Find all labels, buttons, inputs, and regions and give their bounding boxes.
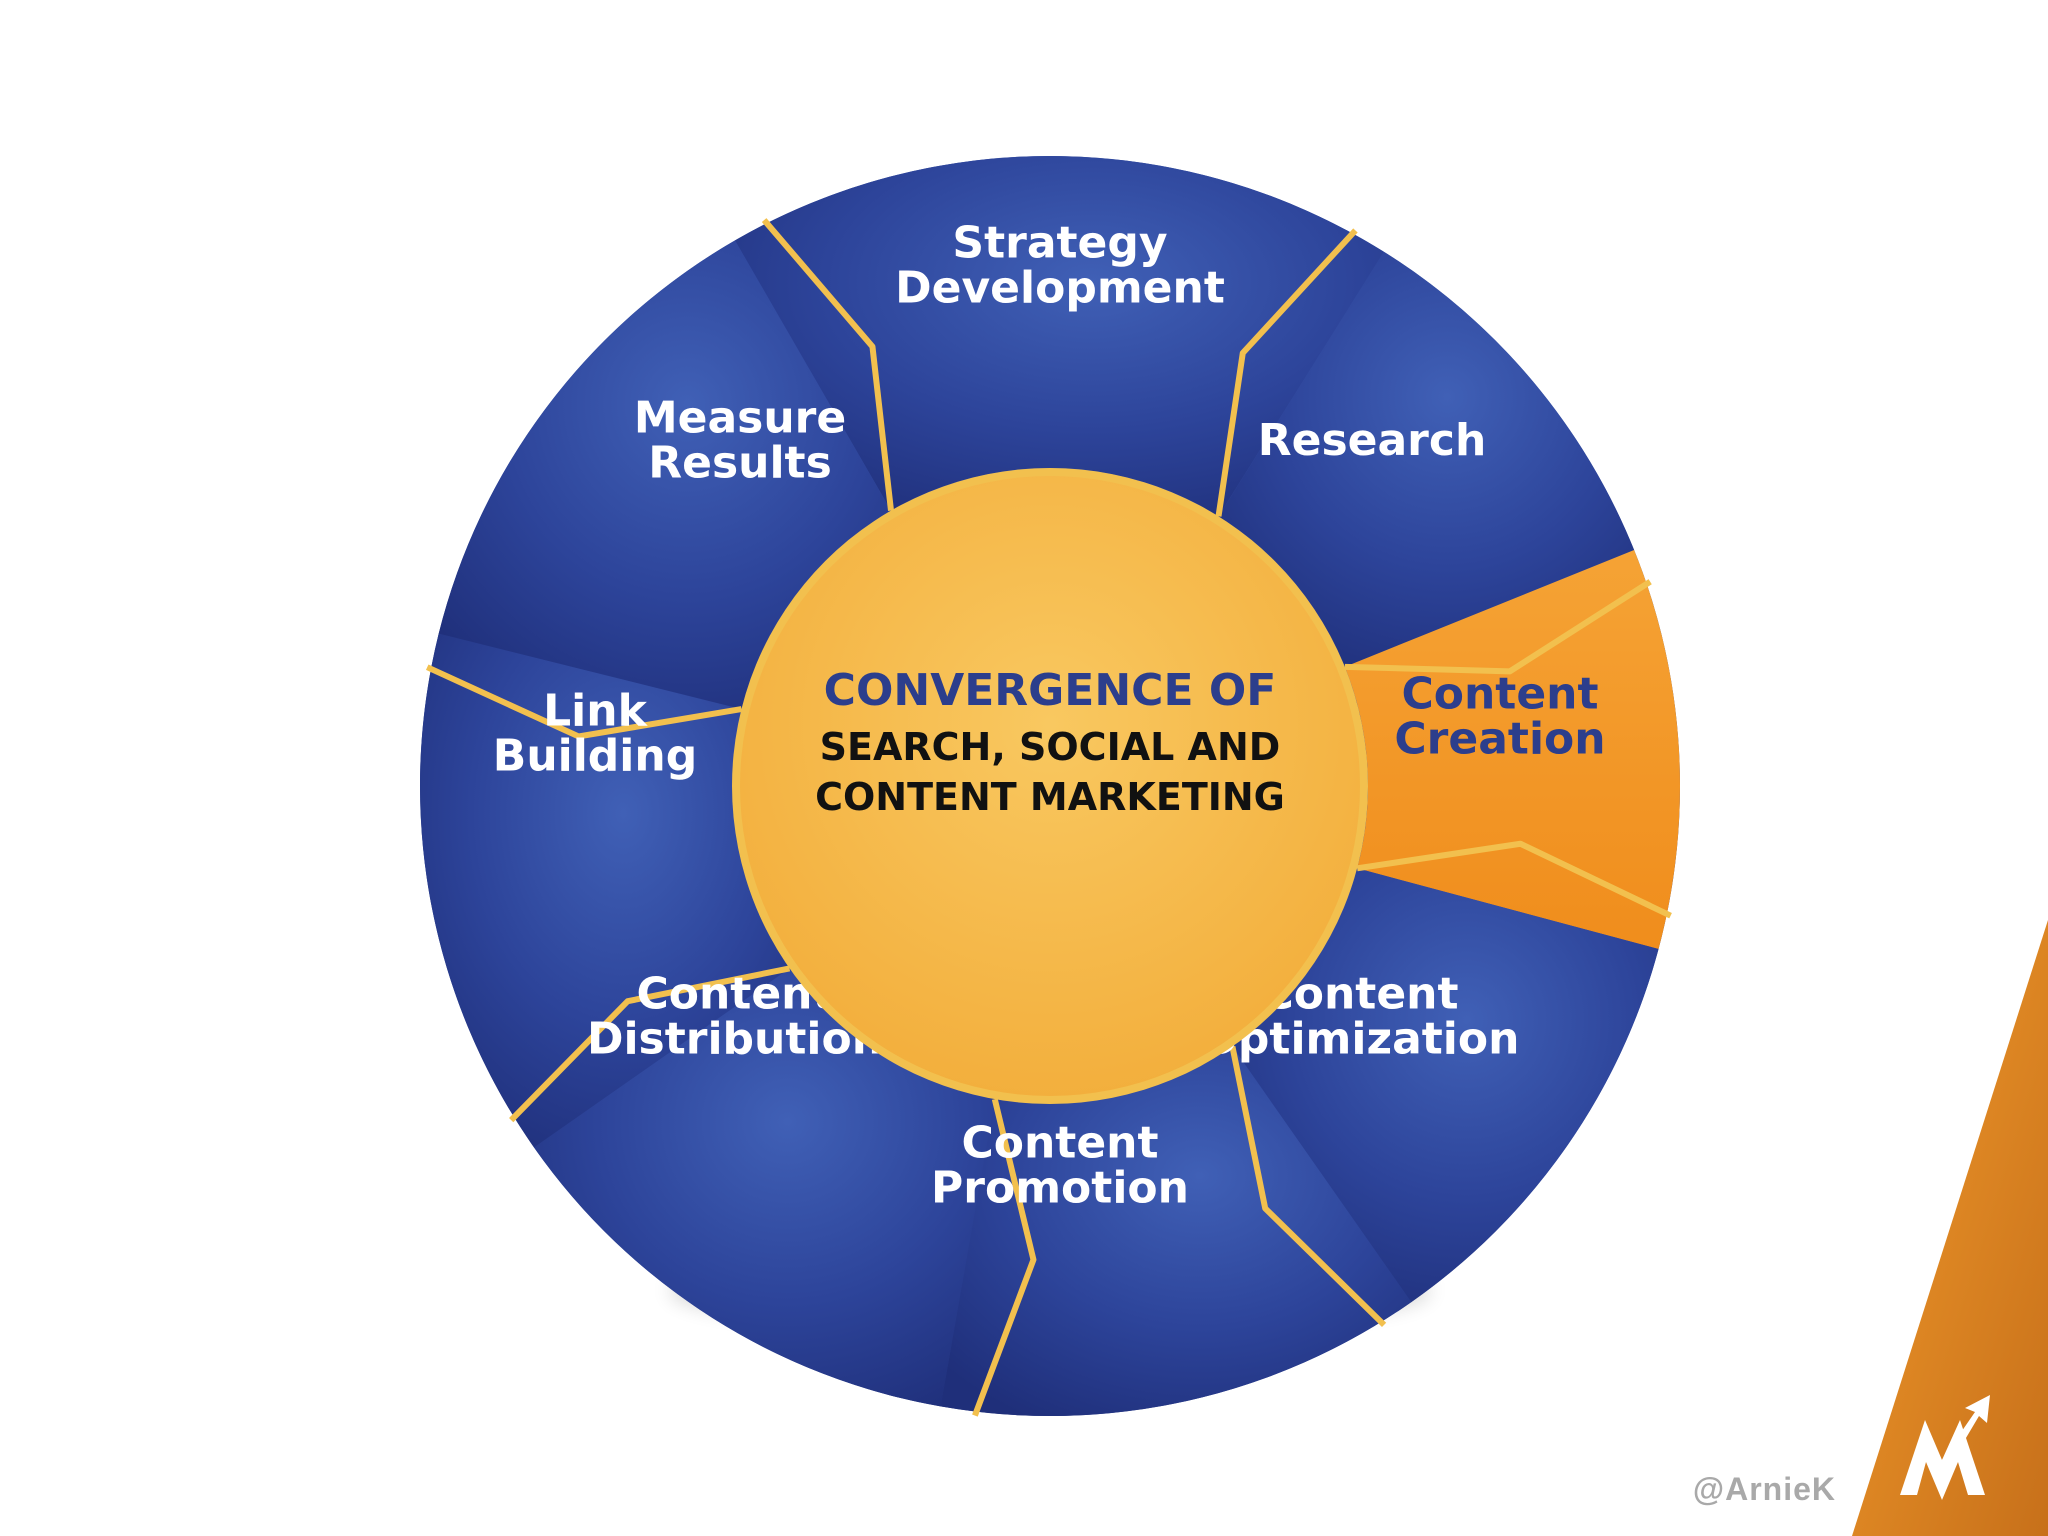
center-hub: CONVERGENCE OF SEARCH, SOCIAL AND CONTEN… bbox=[732, 468, 1368, 1104]
center-title: CONVERGENCE OF bbox=[824, 665, 1277, 716]
segment-divider bbox=[761, 218, 894, 511]
segment-strategy bbox=[735, 156, 1384, 517]
segment-label-line: Content bbox=[961, 1118, 1158, 1169]
segment-label-line: Creation bbox=[1394, 714, 1605, 765]
segment-label-research: Research bbox=[1258, 415, 1487, 466]
corner-orange-wedge bbox=[1852, 920, 2048, 1536]
segment-label-line: Promotion bbox=[931, 1163, 1189, 1214]
segment-optimization bbox=[1232, 868, 1659, 1303]
corner-brand bbox=[1852, 920, 2048, 1536]
segment-measure bbox=[438, 240, 891, 710]
segment-label-line: Strategy bbox=[952, 218, 1167, 269]
segment-label-line: Measure bbox=[634, 393, 846, 444]
author-handle: @ArnieK bbox=[1692, 1471, 1836, 1507]
segment-label-line: Results bbox=[648, 438, 832, 489]
segment-label-line: Research bbox=[1258, 415, 1487, 466]
segment-link bbox=[419, 633, 790, 1148]
segment-divider bbox=[972, 1098, 1037, 1417]
segment-research bbox=[1218, 251, 1635, 667]
segment-divider bbox=[425, 664, 742, 740]
segment-label-line: Link bbox=[543, 686, 648, 737]
segment-divider bbox=[1229, 1045, 1387, 1327]
segment-label-line: Content bbox=[1401, 669, 1598, 720]
segment-label-line: Building bbox=[493, 731, 697, 782]
segment-divider bbox=[1344, 579, 1652, 675]
center-line-2: SEARCH, SOCIAL AND bbox=[820, 725, 1281, 769]
segment-creation bbox=[1344, 549, 1681, 950]
segment-divider bbox=[509, 965, 791, 1123]
segment-divider bbox=[1215, 228, 1358, 517]
segment-label-line: Development bbox=[895, 263, 1225, 314]
arrow-m-logo-icon bbox=[1900, 1395, 1990, 1500]
segment-divider bbox=[1356, 840, 1672, 919]
segment-label-line: Distribution bbox=[587, 1014, 883, 1065]
segment-distribution bbox=[533, 968, 995, 1407]
segment-promotion bbox=[940, 1046, 1412, 1416]
center-circle bbox=[740, 476, 1360, 1096]
center-line-3: CONTENT MARKETING bbox=[815, 775, 1285, 819]
